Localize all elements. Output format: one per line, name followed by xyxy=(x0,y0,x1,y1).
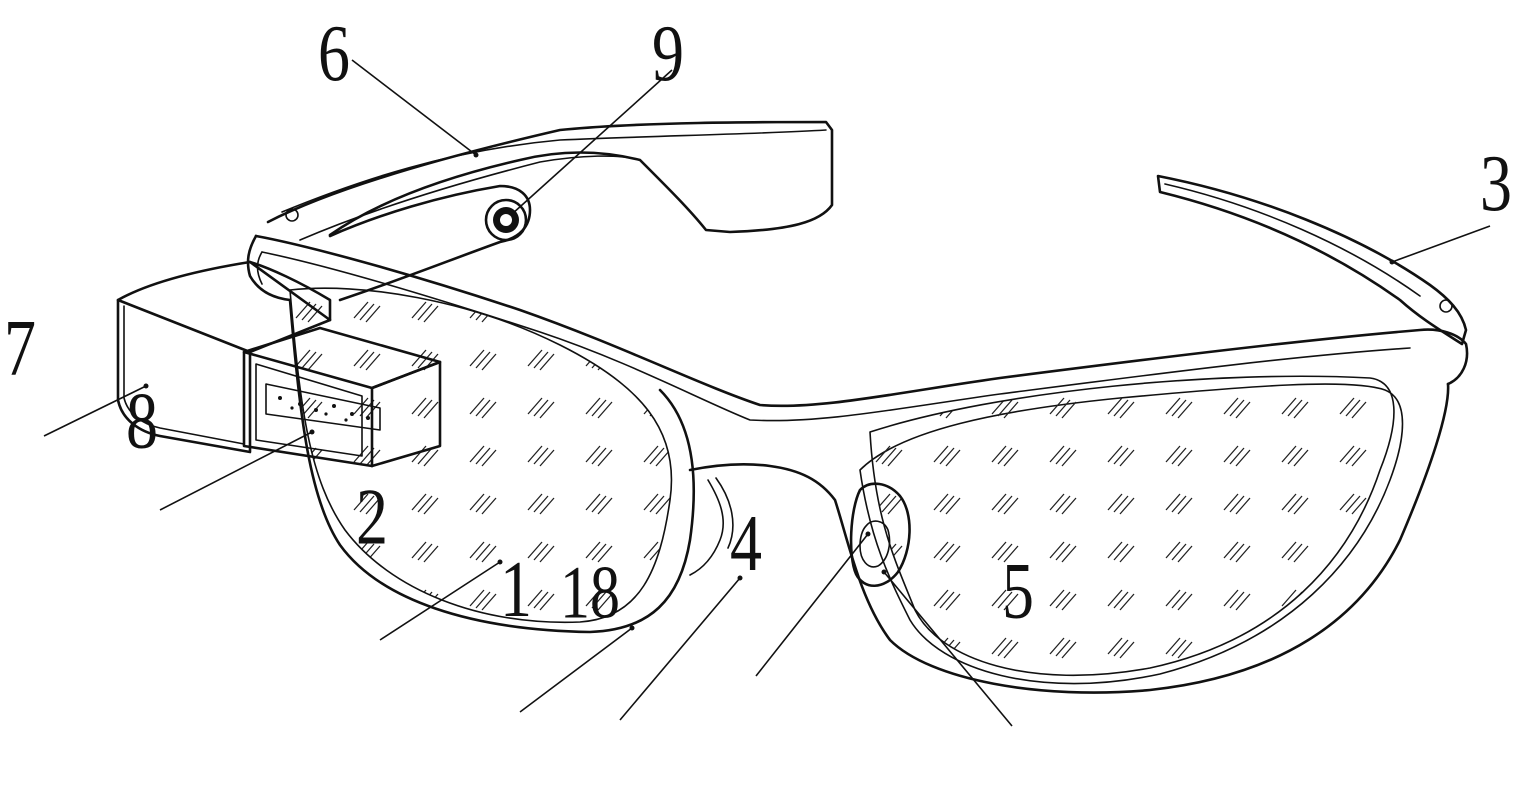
callout-1: 1 xyxy=(500,544,532,633)
callout-9: 9 xyxy=(652,8,684,97)
leader-3 xyxy=(1392,226,1490,262)
callout-7: 7 xyxy=(4,303,36,392)
leader-1 xyxy=(520,628,632,712)
leader-4 xyxy=(756,534,868,676)
right-lens xyxy=(860,360,1420,700)
leader-6 xyxy=(352,60,476,155)
camera-module xyxy=(330,186,530,300)
callout-18: 18 xyxy=(560,550,620,634)
left-lens xyxy=(280,270,700,640)
callout-4: 4 xyxy=(730,498,762,587)
callout-2: 2 xyxy=(356,472,388,561)
upper-temple-arm xyxy=(268,122,832,240)
leader-8 xyxy=(160,432,312,510)
right-temple-arm xyxy=(1158,176,1466,344)
callout-6: 6 xyxy=(318,8,350,97)
callout-3: 3 xyxy=(1480,138,1512,227)
callout-8: 8 xyxy=(126,376,158,465)
leader-18 xyxy=(620,578,740,720)
callout-5: 5 xyxy=(1002,546,1034,635)
